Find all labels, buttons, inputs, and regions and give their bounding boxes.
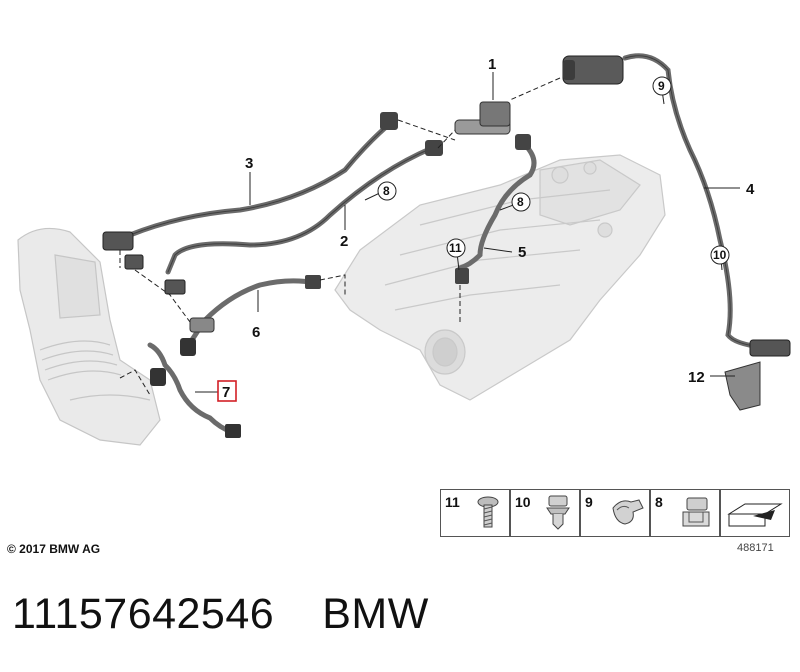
callout-6: 6 (252, 324, 260, 341)
ref-8a: 8 (383, 184, 390, 198)
hose-3 (127, 119, 395, 238)
assembly-lines (119, 77, 561, 396)
direction-arrow-icon (727, 503, 783, 527)
bracket-12 (724, 361, 761, 411)
callout-2: 2 (340, 233, 348, 250)
legend-item-9: 9 (580, 489, 650, 537)
valve-and-fittings (102, 55, 791, 438)
clip-icon (546, 495, 570, 530)
part-caption: 11157642546 BMW (12, 590, 429, 639)
callout-12: 12 (688, 369, 705, 386)
legend-item-arrow (720, 489, 790, 537)
callout-7: 7 (222, 384, 230, 401)
brand-name: BMW (322, 590, 429, 638)
ref-11: 11 (449, 241, 462, 255)
legend-number: 9 (585, 494, 593, 510)
ref-10: 10 (713, 248, 727, 262)
callout-1: 1 (488, 56, 496, 73)
callout-3: 3 (245, 155, 253, 172)
legend-item-10: 10 (510, 489, 580, 537)
ref-8b: 8 (517, 195, 524, 209)
part-number: 11157642546 (12, 590, 275, 638)
ref-9: 9 (658, 79, 665, 93)
copyright-notice: © 2017 BMW AG (7, 542, 101, 556)
legend-number: 8 (655, 494, 663, 510)
callout-7-box (217, 380, 237, 402)
callout-5: 5 (518, 244, 526, 261)
hose-5 (457, 142, 537, 271)
air-intake-duct (17, 227, 161, 446)
bracket-clip-icon (682, 497, 710, 527)
parts-diagram: 1 2 3 4 5 6 7 12 8 8 9 10 11 (17, 53, 791, 446)
circled-reference-labels: 8 8 9 10 11 (383, 79, 727, 262)
screw-icon (477, 496, 499, 528)
callout-labels: 1 2 3 4 5 6 7 12 (217, 56, 755, 402)
hose-clamp-icon (612, 499, 644, 525)
legend-item-11: 11 (440, 489, 510, 537)
illustration-id: 488171 (737, 542, 774, 554)
intake-manifold (334, 154, 666, 401)
hose-7 (147, 342, 235, 435)
hose-6 (185, 278, 318, 349)
legend-number: 11 (445, 494, 460, 510)
legend-number: 10 (515, 494, 531, 510)
legend-item-8: 8 (650, 489, 720, 537)
callout-4: 4 (746, 181, 755, 198)
circled-references (377, 76, 730, 265)
